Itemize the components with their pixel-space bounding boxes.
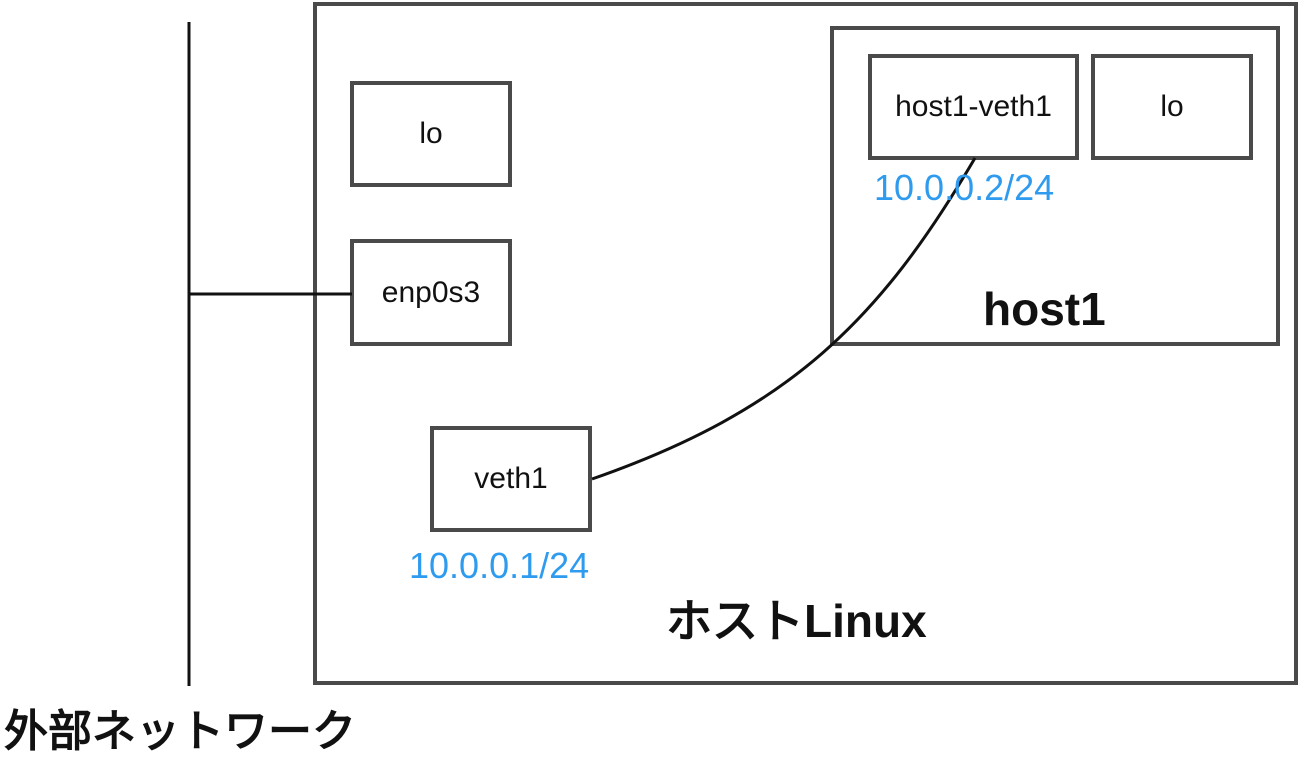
- external-network-title: 外部ネットワーク: [4, 707, 356, 756]
- enp0s3-interface: enp0s3: [350, 239, 512, 346]
- host1-veth1-interface: host1-veth1: [868, 54, 1079, 160]
- host1-veth1-label: host1-veth1: [895, 90, 1052, 123]
- veth1-label: veth1: [474, 462, 548, 495]
- host1-veth1-ip: 10.0.0.2/24: [874, 167, 1055, 208]
- host-lo-interface: lo: [350, 81, 512, 187]
- veth1-interface: veth1: [430, 426, 592, 532]
- host-lo-label: lo: [419, 117, 443, 150]
- enp0s3-label: enp0s3: [381, 275, 481, 309]
- host1-lo-label: lo: [1160, 90, 1184, 123]
- veth1-ip: 10.0.0.1/24: [409, 545, 590, 586]
- host1-title: host1: [983, 283, 1106, 335]
- host1-lo-interface: lo: [1091, 54, 1253, 160]
- host-linux-title: ホストLinux: [666, 595, 927, 647]
